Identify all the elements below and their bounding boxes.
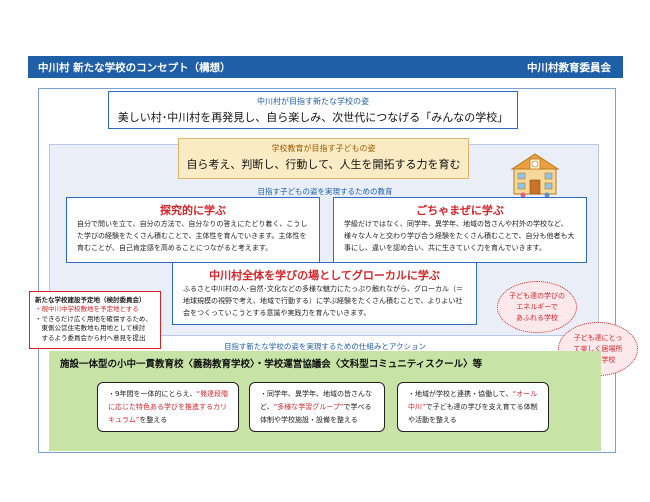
bubble-line: あふれる学校 bbox=[516, 313, 558, 322]
action-highlight: “発達段階に応じた特色ある学びを推進するカリキュラム” bbox=[108, 390, 229, 424]
action-text: を整える bbox=[139, 416, 168, 424]
site-plan-line: するよう委員会から村へ意見を提出 bbox=[35, 333, 146, 342]
action-text: ・地域が学校と連携・協働して、 bbox=[408, 390, 513, 398]
site-plan-line: 東側公営住宅敷地も用地として検討 bbox=[35, 324, 146, 332]
child-goal-box: 学校教育が目指す子どもの姿 自ら考え、判断し、行動して、人生を開拓する力を育む bbox=[178, 138, 469, 179]
child-goal-text: 自ら考え、判断し、行動して、人生を開拓する力を育む bbox=[186, 158, 461, 171]
site-plan-line: ・できるだけ広く用地を確保するため、 bbox=[35, 314, 152, 323]
organization-name: 中川村教育委員会 bbox=[527, 62, 611, 74]
site-plan-title: 新たな学校建設予定地（検討委員会） bbox=[35, 296, 146, 304]
glocal-learning-title: 中川村全体を学びの場としてグローカルに学ぶ bbox=[209, 269, 440, 282]
education-section-label: 目指す子どもの姿を実現するための教育 bbox=[257, 187, 393, 196]
action-text: ・同学年、異学年、地域の皆さんなど、 bbox=[260, 390, 372, 411]
learning-group-action-card: ・同学年、異学年、地域の皆さんなど、“多様な学習グループ”で学べる体制や学校施設… bbox=[249, 382, 385, 432]
child-goal-caption: 学校教育が目指す子どもの姿 bbox=[271, 144, 376, 153]
site-plan-note: 新たな学校建設予定地（検討委員会） ・現中川中学校敷地を予定地とする ・できるだ… bbox=[29, 291, 161, 349]
village-goal-caption: 中川村が目指す新たな学校の姿 bbox=[257, 97, 369, 106]
curriculum-action-card: ・9年間を一体的にとらえ、“発達段階に応じた特色ある学びを推進するカリキュラム”… bbox=[97, 382, 239, 432]
mixed-learning-card: ごちゃまぜに学ぶ 学級だけではなく、同学年、異学年、地域の皆さんや村外の学校など… bbox=[333, 197, 587, 263]
action-highlight: “多様な学習グループ” bbox=[273, 403, 344, 411]
mechanism-section-label: 目指す新たな学校の姿を実現するための仕組みとアクション bbox=[223, 342, 427, 351]
inquiry-learning-text: 自分で問いを立て、自分の方法で、自分なりの答えにたどり着く、こうした学びの経験を… bbox=[77, 220, 308, 252]
village-goal-text: 美しい村･中川村を再発見し、自ら楽しみ、次世代につなげる「みんなの学校」 bbox=[117, 111, 509, 124]
action-text: ・9年間を一体的にとらえ、 bbox=[108, 390, 197, 398]
bubble-line: エネルギーで bbox=[516, 302, 558, 311]
village-goal-box: 中川村が目指す新たな学校の姿 美しい村･中川村を再発見し、自ら楽しみ、次世代につ… bbox=[108, 91, 518, 129]
inquiry-learning-card: 探究的に学ぶ 自分で問いを立て、自分の方法で、自分なりの答えにたどり着く、こうし… bbox=[66, 197, 320, 263]
action-text: で学べる体制や学校施設・設備を整える bbox=[260, 403, 372, 424]
document-title: 中川村 新たな学校のコンセプト（構想） bbox=[38, 62, 231, 74]
bubble-line: 子ども達の学びの bbox=[509, 291, 565, 300]
bubble-line: 子ども達にとっ bbox=[573, 333, 623, 342]
all-nakagawa-action-card: ・地域が学校と連携・協働して、“オール中川”で子ども達の学びを支え育てる体制や活… bbox=[397, 382, 549, 432]
school-building-icon bbox=[510, 153, 560, 198]
glocal-learning-card: 中川村全体を学びの場としてグローカルに学ぶ ふるさと中川村の人･自然･文化などの… bbox=[172, 262, 477, 325]
action-highlight: “オール中川” bbox=[408, 390, 538, 411]
action-text: で子ども達の学びを支え育てる体制や活動を整える bbox=[408, 403, 538, 424]
mixed-learning-text: 学級だけではなく、同学年、異学年、地域の皆さんや村外の学校など、様々な人々と交わ… bbox=[344, 220, 575, 252]
header-bar: 中川村 新たな学校のコンセプト（構想） 中川村教育委員会 bbox=[28, 56, 623, 78]
mixed-learning-title: ごちゃまぜに学ぶ bbox=[416, 204, 504, 217]
mechanism-title: 施設一体型の小中一貫教育校〈義務教育学校〉・学校運営協議会〈文科型コミュニティス… bbox=[60, 359, 483, 370]
bubble-line: て楽しく居場所 bbox=[573, 344, 623, 353]
inquiry-learning-title: 探究的に学ぶ bbox=[160, 204, 226, 217]
energy-school-bubble: 子ども達の学びの エネルギーで あふれる学校 bbox=[497, 281, 577, 333]
site-plan-line: ・現中川中学校敷地を予定地とする bbox=[35, 305, 139, 313]
glocal-learning-text: ふるさと中川村の人･自然･文化などの多様な魅力にたっぷり触れながら、グローカル（… bbox=[183, 285, 463, 317]
